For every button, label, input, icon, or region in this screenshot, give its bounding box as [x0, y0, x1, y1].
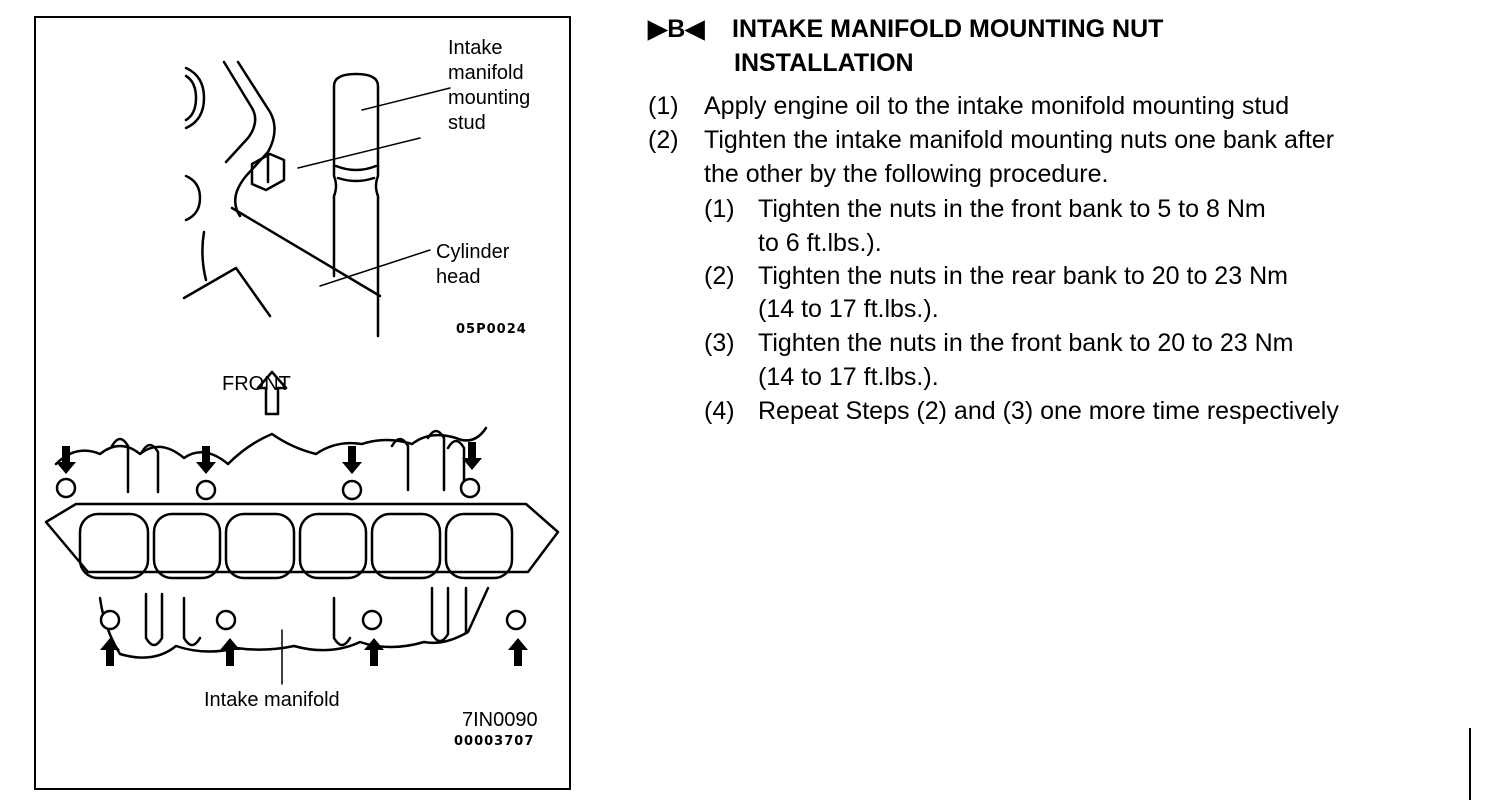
down-arrow-icon: [342, 446, 362, 474]
down-arrow-icon: [462, 442, 482, 470]
bolt-boss-upper: [184, 66, 206, 130]
down-arrow-icon: [56, 446, 76, 474]
front-arrow-icon: [256, 370, 288, 416]
section-marker: ▶B◀: [648, 15, 705, 43]
section-heading: ▶B◀ INTAKE MANIFOLD MOUNTING NUT INSTALLA…: [648, 12, 1163, 80]
stud-shape: [332, 72, 380, 338]
down-arrow-icon: [196, 446, 216, 474]
nut-icon: [215, 609, 237, 631]
substep-1-cont: to 6 ft.lbs.).: [758, 229, 882, 257]
stud-label: Intake manifold mounting stud: [448, 37, 531, 134]
nut-icon: [459, 477, 481, 499]
up-arrow-icon: [220, 638, 240, 666]
head-edge: [233, 60, 276, 218]
intake-manifold-label: Intake manifold: [204, 689, 340, 711]
section-title-line1: INTAKE MANIFOLD MOUNTING NUT: [732, 15, 1164, 43]
substep-3: (3)Tighten the nuts in the front bank to…: [704, 329, 1294, 357]
manifold-illustration: [44, 60, 560, 685]
section-title-line2: INSTALLATION: [734, 49, 914, 77]
bolt-boss-lower: [184, 174, 202, 222]
substep-4: (4)Repeat Steps (2) and (3) one more tim…: [704, 397, 1339, 425]
nut-icon: [99, 609, 121, 631]
substep-3-cont: (14 to 17 ft.lbs.).: [758, 363, 939, 391]
nut-icon: [505, 609, 527, 631]
substep-1: (1)Tighten the nuts in the front bank to…: [704, 195, 1266, 223]
up-arrow-icon: [508, 638, 528, 666]
manifold-body: [44, 502, 560, 574]
step-2-cont: the other by the following procedure.: [704, 160, 1109, 188]
figure-code-top: 05P0024: [456, 322, 527, 337]
figure-code-main: 7IN0090: [462, 709, 538, 731]
nut-icon: [250, 152, 286, 192]
substep-2: (2)Tighten the nuts in the rear bank to …: [704, 262, 1288, 290]
up-arrow-icon: [100, 638, 120, 666]
substep-2-cont: (14 to 17 ft.lbs.).: [758, 295, 939, 323]
margin-bar: [1469, 728, 1471, 800]
cylinder-head-label: Cylinder head: [436, 241, 510, 288]
figure-panel: Intake manifold mounting stud Cylinder h…: [34, 16, 571, 790]
figure-code-sub: 00003707: [454, 734, 535, 749]
step-2: (2)Tighten the intake manifold mounting …: [648, 126, 1335, 154]
nut-icon: [341, 479, 363, 501]
nut-icon: [195, 479, 217, 501]
nut-icon: [361, 609, 383, 631]
up-arrow-icon: [364, 638, 384, 666]
step-1: (1)Apply engine oil to the intake monifo…: [648, 92, 1290, 120]
nut-icon: [55, 477, 77, 499]
front-label: FRONT: [222, 373, 291, 395]
